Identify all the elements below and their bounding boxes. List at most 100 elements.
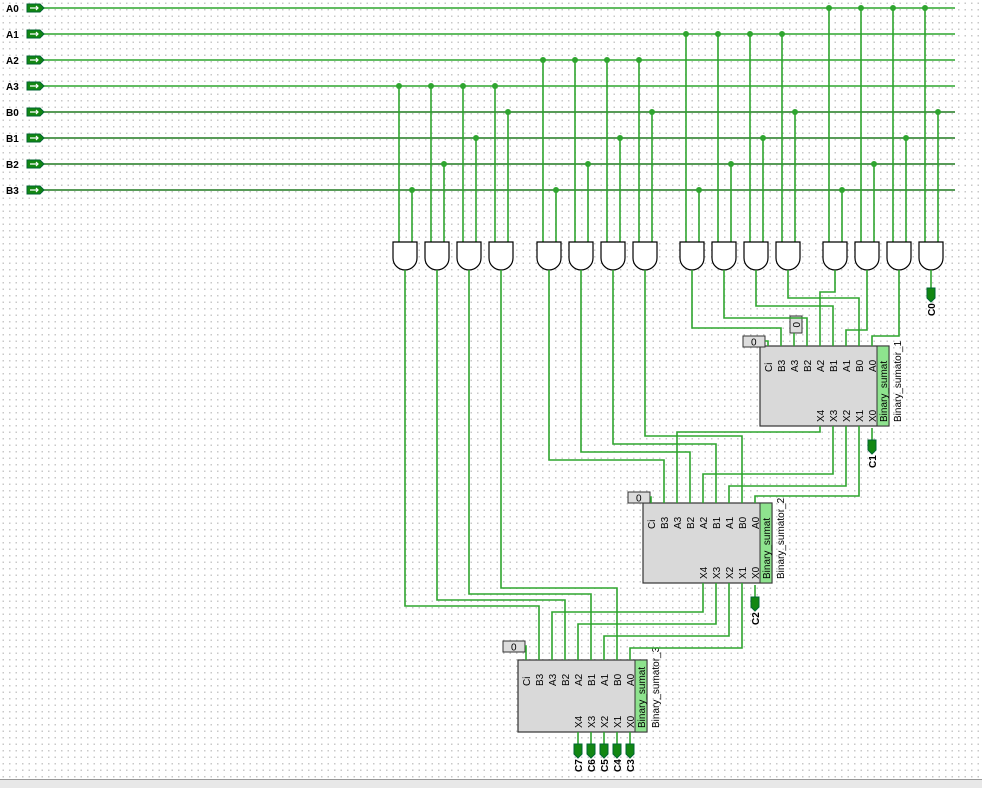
and-gate[interactable] [886, 241, 912, 271]
and-gate[interactable] [456, 241, 482, 271]
and-gate[interactable] [822, 241, 848, 271]
pin-label-x1: X1 [613, 715, 624, 728]
and-gate[interactable] [854, 241, 880, 271]
and-gate[interactable] [679, 241, 705, 271]
wire[interactable] [603, 583, 730, 660]
constant-a3-1-value: 0 [792, 322, 803, 328]
constant-a3-1[interactable] [789, 315, 803, 334]
wire-junction [858, 5, 864, 11]
adder-body[interactable] [642, 502, 773, 584]
wire-junction [715, 31, 721, 37]
adder-body[interactable] [517, 659, 648, 733]
pin-label-ci: Ci [522, 677, 533, 686]
output-pin-c7-label: C7 [574, 759, 585, 772]
pin-label-x1: X1 [855, 409, 866, 422]
pin-label-x4: X4 [699, 566, 710, 579]
wire[interactable] [436, 270, 566, 660]
wire[interactable] [468, 270, 592, 660]
wire[interactable] [629, 583, 743, 660]
wire-junction [779, 31, 785, 37]
wire[interactable] [548, 270, 665, 503]
wire[interactable] [691, 270, 782, 346]
wire[interactable] [728, 426, 847, 503]
wire-junction [505, 109, 511, 115]
and-gate[interactable] [632, 241, 658, 271]
pin-label-x3: X3 [829, 409, 840, 422]
and-gate[interactable] [600, 241, 626, 271]
pin-label-ci: Ci [647, 520, 658, 529]
adder-name-label: Binary_sumator_1 [893, 340, 904, 422]
wire[interactable] [500, 270, 618, 660]
wire[interactable] [787, 270, 860, 346]
pin-label-a3: A3 [548, 673, 559, 686]
and-gate[interactable] [775, 241, 801, 271]
pin-label-x2: X2 [725, 566, 736, 579]
output-pin-c5-label: C5 [600, 759, 611, 772]
pin-label-ci: Ci [764, 363, 775, 372]
and-gate[interactable] [743, 241, 769, 271]
pin-label-b0: B0 [738, 516, 749, 529]
wire[interactable] [871, 270, 900, 346]
wire[interactable] [676, 426, 821, 503]
wire[interactable] [845, 270, 868, 346]
wire[interactable] [577, 583, 717, 660]
wire[interactable] [754, 426, 860, 503]
arrow-icon [30, 161, 39, 167]
wire[interactable] [404, 270, 540, 660]
output-pin-c5[interactable] [599, 743, 609, 759]
pin-label-b2: B2 [686, 516, 697, 529]
wire-junction [617, 135, 623, 141]
wire[interactable] [819, 270, 836, 346]
wire-junction [871, 161, 877, 167]
wire-junction [747, 31, 753, 37]
wire[interactable] [650, 496, 652, 503]
pin-label-a0: A0 [868, 359, 879, 372]
and-gate[interactable] [488, 241, 514, 271]
output-pin-c0[interactable] [926, 287, 936, 303]
output-pin-c4[interactable] [612, 743, 622, 759]
pin-label-x0: X0 [751, 566, 762, 579]
wire-junction [760, 135, 766, 141]
output-pin-c3-label: C3 [626, 759, 637, 772]
wire[interactable] [580, 270, 691, 503]
output-pin-c3[interactable] [625, 743, 635, 759]
pin-label-x0: X0 [868, 409, 879, 422]
wire-junction [460, 83, 466, 89]
and-gate[interactable] [918, 241, 944, 271]
wire[interactable] [644, 270, 743, 503]
and-gate[interactable] [568, 241, 594, 271]
and-gate[interactable] [424, 241, 450, 271]
wire[interactable] [755, 270, 834, 346]
constant-ci-3-value: 0 [511, 643, 517, 654]
output-pin-c7[interactable] [573, 743, 583, 759]
adder-type-label: Binary_sumat [762, 518, 773, 579]
pin-label-x1: X1 [738, 566, 749, 579]
wire[interactable] [702, 426, 834, 503]
pin-label-a2: A2 [699, 516, 710, 529]
and-gate[interactable] [711, 241, 737, 271]
pin-label-b0: B0 [613, 673, 624, 686]
adder-type-label: Binary_sumat [637, 667, 648, 728]
wire[interactable] [525, 645, 527, 660]
wire-junction [922, 5, 928, 11]
wire[interactable] [551, 583, 704, 660]
pin-label-a1: A1 [725, 516, 736, 529]
wire[interactable] [723, 270, 808, 346]
and-gate[interactable] [392, 241, 418, 271]
wire[interactable] [765, 340, 769, 346]
pin-label-a2: A2 [574, 673, 585, 686]
wire-junction [409, 187, 415, 193]
wire-junction [839, 187, 845, 193]
pin-label-b1: B1 [829, 359, 840, 372]
adder-body[interactable] [759, 345, 890, 427]
output-pin-c2[interactable] [750, 596, 760, 612]
output-pin-c6[interactable] [586, 743, 596, 759]
input-label-a1: A1 [6, 30, 19, 41]
output-pin-c1[interactable] [867, 439, 877, 455]
and-gate[interactable] [536, 241, 562, 271]
adder-type-strip [759, 502, 773, 584]
